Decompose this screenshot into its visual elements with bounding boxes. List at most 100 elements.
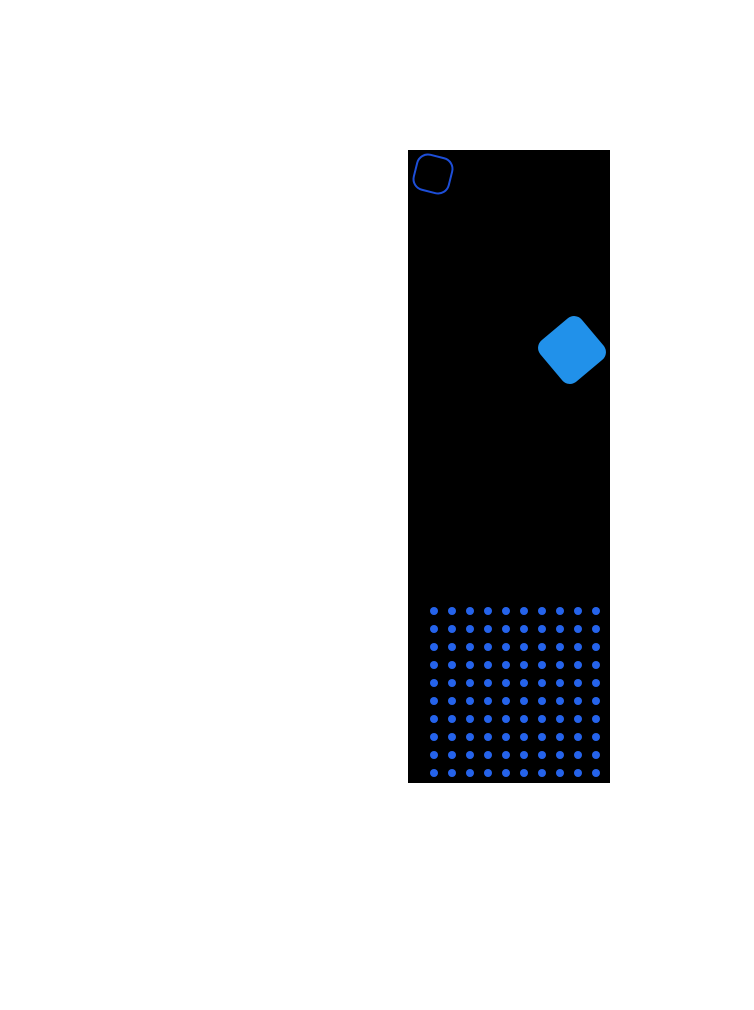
grid-dot [466, 661, 474, 669]
grid-dot [592, 643, 600, 651]
grid-dot [502, 661, 510, 669]
grid-dot [538, 661, 546, 669]
grid-dot [556, 769, 564, 777]
grid-dot [502, 733, 510, 741]
grid-dot [502, 625, 510, 633]
grid-dot [484, 751, 492, 759]
grid-dot [448, 733, 456, 741]
grid-dot [538, 607, 546, 615]
grid-dot [430, 643, 438, 651]
grid-dot [538, 679, 546, 687]
grid-dot [520, 697, 528, 705]
grid-dot [520, 679, 528, 687]
grid-dot [484, 697, 492, 705]
grid-dot [448, 769, 456, 777]
grid-dot [574, 715, 582, 723]
grid-dot [592, 751, 600, 759]
grid-dot [556, 751, 564, 759]
grid-dot [556, 715, 564, 723]
grid-dot [484, 733, 492, 741]
grid-dot [556, 625, 564, 633]
grid-dot [538, 643, 546, 651]
grid-dot [502, 751, 510, 759]
grid-dot [466, 769, 474, 777]
grid-dot [430, 607, 438, 615]
grid-dot [448, 607, 456, 615]
grid-dot [430, 715, 438, 723]
grid-dot [502, 679, 510, 687]
grid-dot [430, 661, 438, 669]
grid-dot [520, 643, 528, 651]
grid-dot [556, 697, 564, 705]
grid-dot [556, 661, 564, 669]
grid-dot [502, 697, 510, 705]
grid-dot [430, 625, 438, 633]
grid-dot [574, 733, 582, 741]
grid-dot [484, 625, 492, 633]
grid-dot [484, 661, 492, 669]
grid-dot [520, 607, 528, 615]
grid-dot [520, 625, 528, 633]
grid-dot [448, 751, 456, 759]
grid-dot [592, 715, 600, 723]
grid-dot [574, 679, 582, 687]
grid-dot [592, 607, 600, 615]
grid-dot [448, 679, 456, 687]
grid-dot [592, 697, 600, 705]
grid-dot [502, 607, 510, 615]
grid-dot [466, 643, 474, 651]
grid-dot [592, 625, 600, 633]
grid-dot [484, 643, 492, 651]
grid-dot [538, 697, 546, 705]
grid-dot [520, 715, 528, 723]
grid-dot [502, 643, 510, 651]
grid-dot [520, 769, 528, 777]
grid-dot [520, 751, 528, 759]
grid-dot [520, 661, 528, 669]
grid-dot [448, 715, 456, 723]
grid-dot [538, 769, 546, 777]
grid-dot [430, 697, 438, 705]
grid-dot [538, 625, 546, 633]
grid-dot [430, 751, 438, 759]
black-panel [408, 150, 610, 783]
grid-dot [592, 733, 600, 741]
grid-dot [592, 679, 600, 687]
grid-dot [484, 715, 492, 723]
grid-dot [574, 643, 582, 651]
grid-dot [466, 751, 474, 759]
grid-dot [448, 643, 456, 651]
grid-dot [484, 607, 492, 615]
grid-dot [556, 607, 564, 615]
grid-dot [466, 679, 474, 687]
grid-dot [556, 643, 564, 651]
grid-dot [466, 733, 474, 741]
grid-dot [430, 679, 438, 687]
grid-dot [484, 769, 492, 777]
grid-dot [592, 661, 600, 669]
dot-grid [430, 607, 600, 777]
grid-dot [538, 751, 546, 759]
grid-dot [430, 769, 438, 777]
grid-dot [538, 733, 546, 741]
grid-dot [574, 607, 582, 615]
grid-dot [448, 697, 456, 705]
grid-dot [556, 679, 564, 687]
grid-dot [574, 751, 582, 759]
grid-dot [502, 769, 510, 777]
grid-dot [574, 625, 582, 633]
grid-dot [484, 679, 492, 687]
grid-dot [502, 715, 510, 723]
grid-dot [466, 697, 474, 705]
grid-dot [466, 607, 474, 615]
grid-dot [574, 697, 582, 705]
grid-dot [592, 769, 600, 777]
grid-dot [538, 715, 546, 723]
grid-dot [574, 661, 582, 669]
grid-dot [556, 733, 564, 741]
grid-dot [466, 715, 474, 723]
grid-dot [466, 625, 474, 633]
grid-dot [430, 733, 438, 741]
grid-dot [574, 769, 582, 777]
